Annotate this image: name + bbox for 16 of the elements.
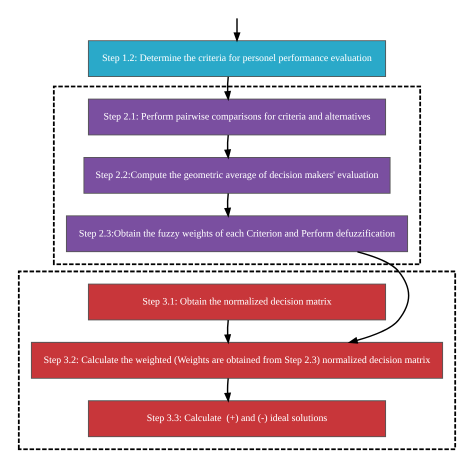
arrow bbox=[224, 76, 232, 102]
arrow bbox=[233, 18, 241, 42]
arrow bbox=[224, 193, 232, 218]
arrow bbox=[224, 320, 232, 344]
node-box: Step 2.1: Perform pairwise comparisons for criteria and alternatives bbox=[88, 98, 386, 136]
arrow bbox=[224, 135, 232, 160]
arrow bbox=[348, 251, 410, 344]
cluster bbox=[52, 86, 422, 266]
cluster bbox=[18, 270, 456, 450]
arrow bbox=[224, 378, 232, 403]
node-box: Step 2.3:Obtain the fuzzy weights of each Criterion and Perform defuzzification bbox=[66, 215, 408, 252]
node-box: Step 3.1: Obtain the normalized decision matrix bbox=[88, 284, 386, 320]
node-box: Step 3.2: Calculate the weighted (Weights are obtained from Step 2.3) normalized decision matrix bbox=[30, 342, 444, 379]
node-box: Step 1.2: Determine the criteria for personel performance evaluation bbox=[88, 40, 386, 78]
node-box: Step 2.2:Compute the geometric average of decision makers' evaluation bbox=[83, 156, 391, 194]
node-box: Step 3.3: Calculate (+) and (-) ideal solutions bbox=[88, 400, 386, 438]
